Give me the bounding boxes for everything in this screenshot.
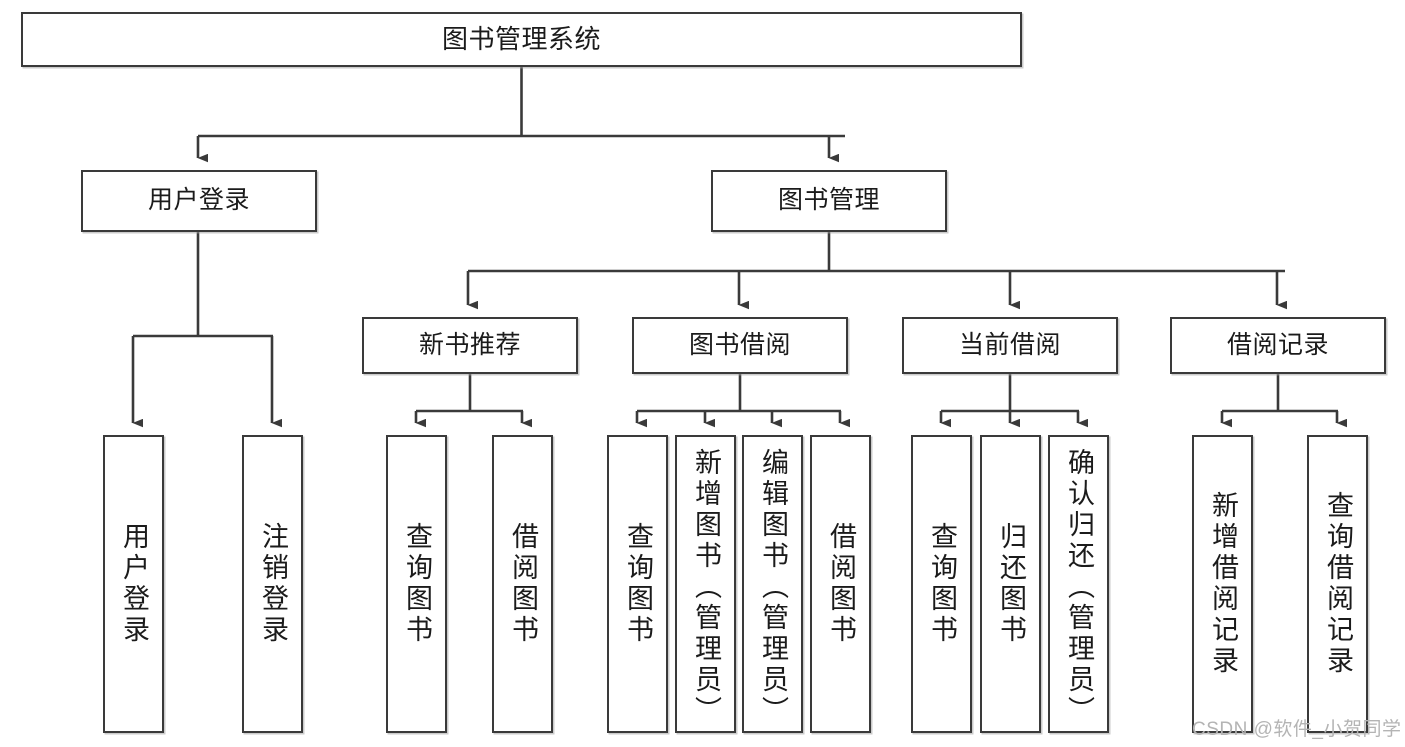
node-current-borrow-label: 当前借阅 — [958, 330, 1061, 359]
node-book-manage[interactable]: 图书管理 — [711, 170, 947, 232]
node-user-login[interactable]: 用户登录 — [81, 170, 317, 232]
node-leaf-borrow-book-1[interactable]: 借阅图书 — [492, 435, 553, 733]
node-leaf-user-logout-label: 注销登录 — [258, 522, 288, 646]
node-leaf-add-book[interactable]: 新增图书（管理员） — [675, 435, 736, 733]
csdn-watermark: CSDN @软件_小贺同学 — [1192, 719, 1402, 740]
node-leaf-add-record-label: 新增借阅记录 — [1208, 491, 1238, 677]
node-leaf-confirm-return[interactable]: 确认归还（管理员） — [1048, 435, 1109, 733]
node-root-label: 图书管理系统 — [441, 24, 601, 55]
node-leaf-query-book-3[interactable]: 查询图书 — [911, 435, 972, 733]
node-leaf-user-login[interactable]: 用户登录 — [103, 435, 164, 733]
node-current-borrow[interactable]: 当前借阅 — [902, 317, 1118, 374]
node-new-book-recommend-label: 新书推荐 — [418, 330, 521, 359]
node-user-login-label: 用户登录 — [147, 186, 250, 215]
node-leaf-add-book-label: 新增图书（管理员） — [691, 448, 721, 727]
node-book-borrow-label: 图书借阅 — [688, 330, 791, 359]
node-leaf-borrow-book-1-label: 借阅图书 — [508, 522, 538, 646]
node-book-borrow[interactable]: 图书借阅 — [632, 317, 848, 374]
node-leaf-return-book[interactable]: 归还图书 — [980, 435, 1041, 733]
node-leaf-return-book-label: 归还图书 — [996, 522, 1026, 646]
node-root[interactable]: 图书管理系统 — [21, 12, 1022, 67]
node-leaf-query-book-1-label: 查询图书 — [402, 522, 432, 646]
node-leaf-edit-book[interactable]: 编辑图书（管理员） — [742, 435, 803, 733]
node-leaf-confirm-return-label: 确认归还（管理员） — [1064, 448, 1094, 727]
node-book-manage-label: 图书管理 — [777, 186, 880, 215]
node-leaf-user-login-label: 用户登录 — [119, 522, 149, 646]
node-leaf-user-logout[interactable]: 注销登录 — [242, 435, 303, 733]
node-leaf-add-record[interactable]: 新增借阅记录 — [1192, 435, 1253, 733]
node-leaf-query-record-label: 查询借阅记录 — [1323, 491, 1353, 677]
node-new-book-recommend[interactable]: 新书推荐 — [362, 317, 578, 374]
node-leaf-borrow-book-2-label: 借阅图书 — [826, 522, 856, 646]
node-leaf-edit-book-label: 编辑图书（管理员） — [758, 448, 788, 727]
node-borrow-record[interactable]: 借阅记录 — [1170, 317, 1386, 374]
node-leaf-query-book-2[interactable]: 查询图书 — [607, 435, 668, 733]
node-borrow-record-label: 借阅记录 — [1226, 330, 1329, 359]
node-leaf-query-book-2-label: 查询图书 — [623, 522, 653, 646]
node-leaf-query-record[interactable]: 查询借阅记录 — [1307, 435, 1368, 733]
node-leaf-query-book-3-label: 查询图书 — [927, 522, 957, 646]
node-leaf-query-book-1[interactable]: 查询图书 — [386, 435, 447, 733]
node-leaf-borrow-book-2[interactable]: 借阅图书 — [810, 435, 871, 733]
